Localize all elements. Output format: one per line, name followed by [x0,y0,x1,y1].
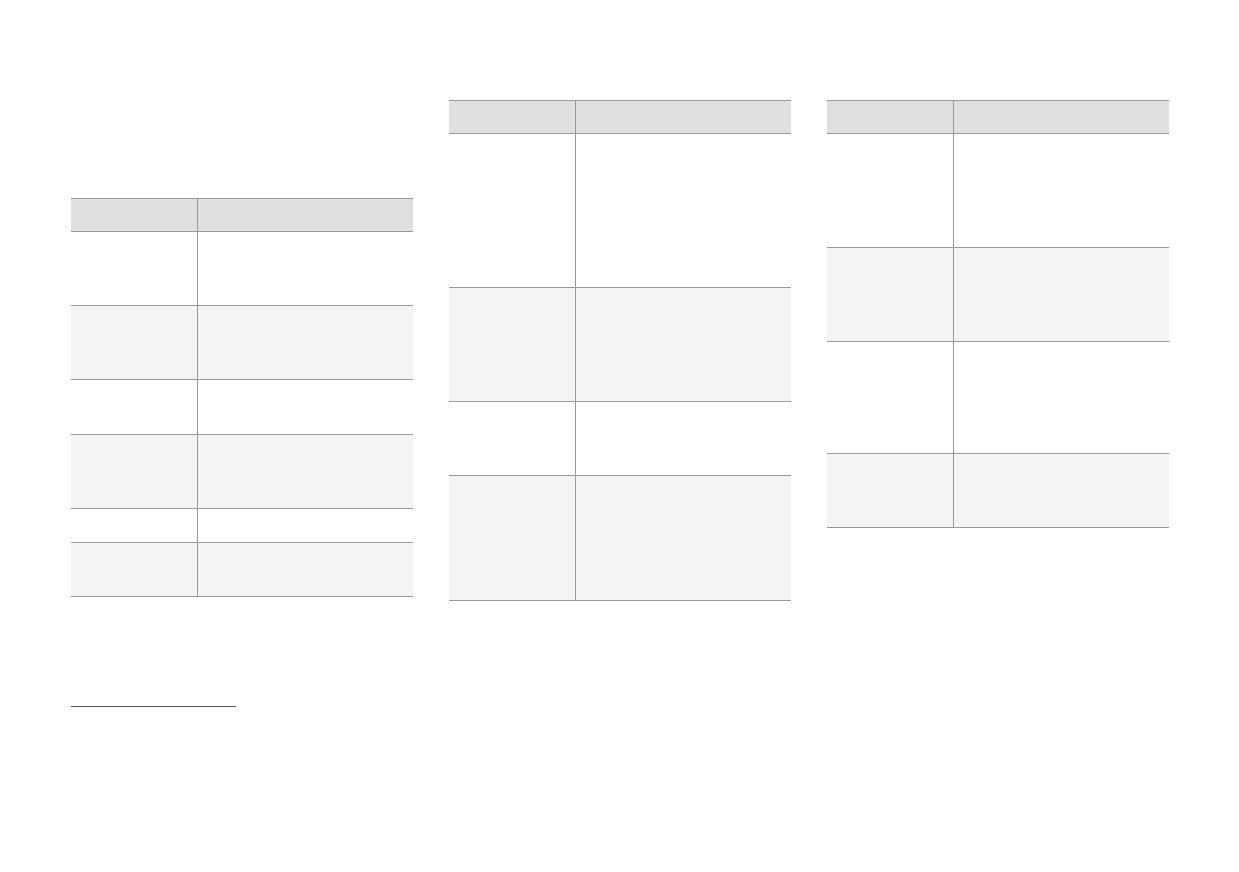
table-row [827,133,1169,248]
table-header-cell [827,100,953,134]
table-cell [196,231,413,306]
table-column-1 [71,198,413,597]
table-header-row [71,198,413,232]
table-row [71,305,413,380]
table-cell [196,542,413,597]
table-cell [71,231,197,306]
table-header-cell [574,100,791,134]
table-column-3 [827,100,1169,528]
table-cell [196,305,413,380]
table-cell [574,401,791,476]
table-header-cell [71,198,197,232]
table-cell [449,401,575,476]
table-cell [196,508,413,543]
table-row [71,379,413,435]
table-row [449,401,791,476]
table-row [71,508,413,543]
table-cell [71,379,197,435]
table-cell [449,475,575,601]
table-cell [71,508,197,543]
table-cell [827,453,953,528]
table-cell [71,542,197,597]
table-header-cell [952,100,1169,134]
table-row [827,453,1169,528]
table-cell [196,379,413,435]
table-row [71,434,413,509]
table-cell [952,453,1169,528]
spec-table-1 [71,198,413,597]
table-header-cell [449,100,575,134]
table-header-cell [196,198,413,232]
table-cell [71,434,197,509]
footnote-separator [71,706,236,707]
table-column-2 [449,100,791,601]
table-cell [827,133,953,248]
table-cell [952,133,1169,248]
table-cell [196,434,413,509]
table-cell [827,247,953,342]
table-row [449,475,791,601]
table-cell [827,341,953,454]
table-header-row [827,100,1169,134]
table-cell [449,287,575,402]
spec-table-2 [449,100,791,601]
table-header-row [449,100,791,134]
table-row [449,287,791,402]
table-row [827,341,1169,454]
table-cell [574,133,791,288]
table-cell [574,287,791,402]
table-row [71,542,413,597]
table-cell [71,305,197,380]
table-row [827,247,1169,342]
table-cell [952,341,1169,454]
table-row [449,133,791,288]
table-cell [574,475,791,601]
spec-table-3 [827,100,1169,528]
table-cell [449,133,575,288]
table-cell [952,247,1169,342]
table-row [71,231,413,306]
